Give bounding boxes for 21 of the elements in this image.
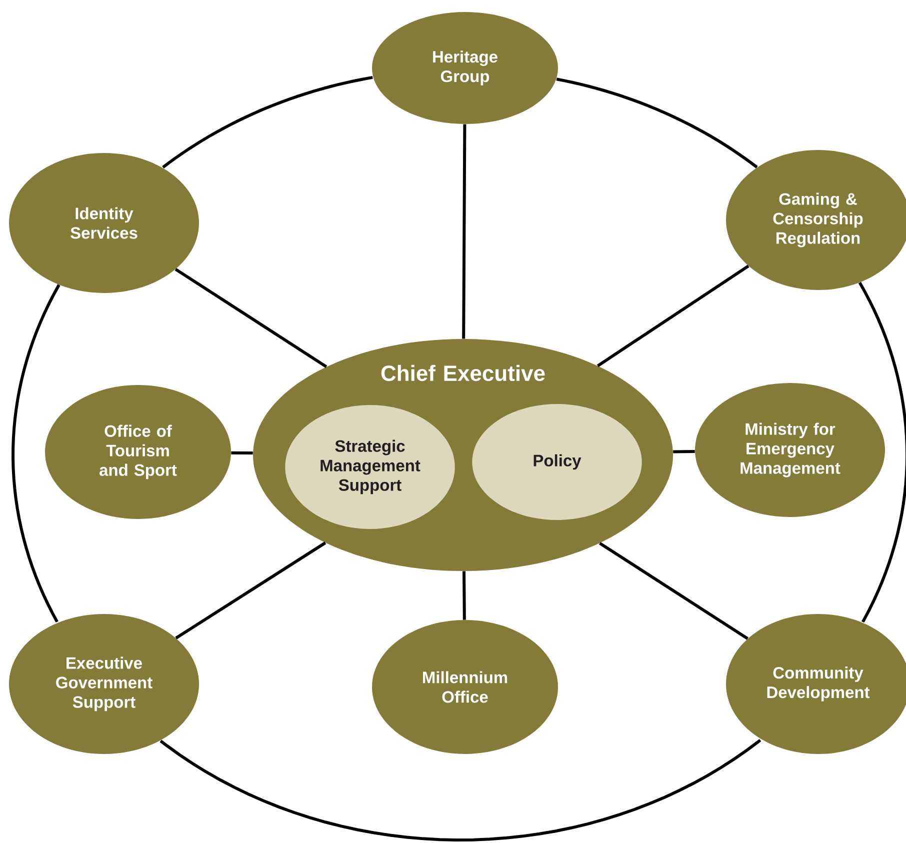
connector-line [162, 76, 373, 168]
connector-line [12, 284, 60, 622]
connector-line [462, 571, 466, 620]
connector-line [858, 282, 906, 623]
ellipse-node: Millennium Office [372, 620, 558, 754]
connector-line [673, 450, 695, 454]
connector-line [174, 268, 328, 368]
connector-line [160, 739, 762, 842]
ellipse-node: Policy [472, 404, 642, 520]
ellipse-node: Office of Tourism and Sport [45, 385, 231, 519]
ellipse-node: Identity Services [9, 153, 199, 293]
connector-line [598, 542, 748, 640]
connector-line [462, 124, 466, 339]
connector-line [175, 542, 326, 640]
ellipse-node: Executive Government Support [9, 614, 199, 754]
ellipse-node: Strategic Management Support [285, 405, 455, 529]
connector-line [596, 264, 750, 368]
ellipse-node: Heritage Group [372, 12, 558, 124]
connector-line [556, 78, 758, 168]
ellipse-node: Ministry for Emergency Management [695, 383, 885, 517]
connector-line [231, 451, 253, 455]
